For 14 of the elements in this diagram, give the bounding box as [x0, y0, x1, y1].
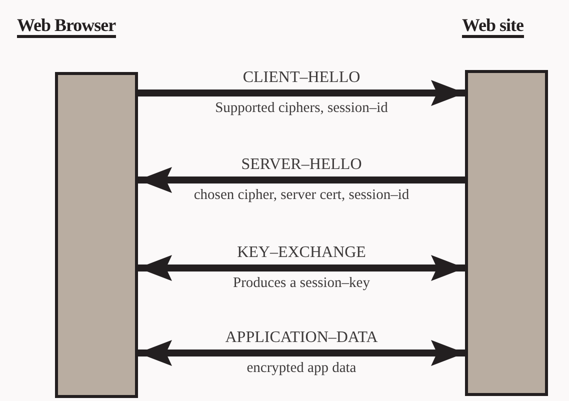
edge-label: KEY–EXCHANGE: [236, 244, 367, 262]
message-description: encrypted app data: [246, 360, 358, 376]
edge-label: CLIENT–HELLO: [242, 69, 362, 87]
participant-heading: Web Browser: [17, 15, 116, 38]
edge-label: APPLICATION–DATA: [224, 329, 379, 347]
message-description: Supported ciphers, session–id: [214, 100, 389, 116]
message-description: chosen cipher, server cert, session–id: [192, 187, 410, 203]
arrow: [138, 167, 465, 193]
participant-heading: Web site: [462, 15, 524, 38]
arrow: [138, 255, 465, 281]
arrow: [138, 340, 465, 366]
message-description: Produces a session–key: [232, 275, 371, 291]
edge-label: SERVER–HELLO: [240, 156, 363, 174]
arrow: [138, 80, 465, 106]
